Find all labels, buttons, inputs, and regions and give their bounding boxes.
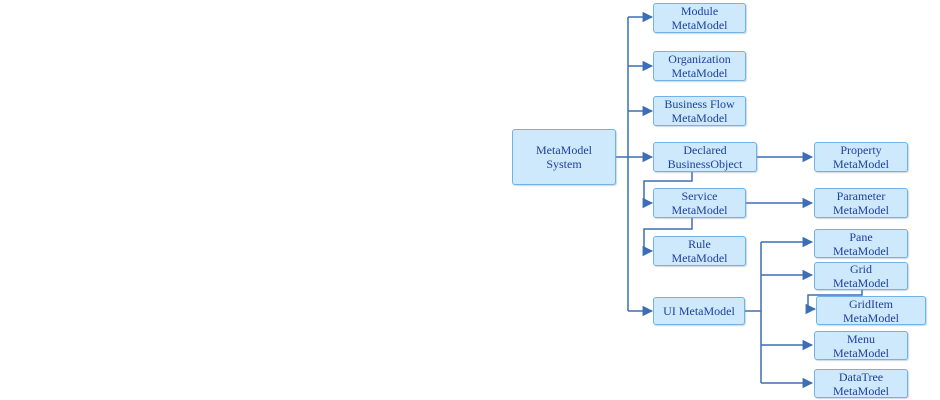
box-rule-metamodel: Rule MetaModel: [653, 236, 746, 266]
box-line: BusinessObject: [667, 157, 743, 171]
box-pane-metamodel: Pane MetaModel: [814, 229, 908, 258]
box-line: MetaModel: [833, 157, 889, 171]
box-line: Property: [840, 143, 882, 157]
box-line: UI MetaModel: [663, 304, 735, 318]
box-line: Business Flow: [664, 97, 735, 111]
box-line: MetaModel: [833, 243, 889, 258]
box-line: Grid: [850, 262, 872, 276]
box-line: MetaModel: [833, 203, 889, 217]
box-line: Pane: [849, 229, 873, 244]
box-property-metamodel: Property MetaModel: [814, 142, 908, 172]
box-line: Rule: [688, 237, 711, 251]
box-line: Parameter: [836, 189, 886, 203]
box-organization-metamodel: Organization MetaModel: [653, 51, 746, 81]
box-metamodel-system: MetaModel System: [512, 129, 616, 185]
box-line: MetaModel: [671, 18, 728, 32]
box-parameter-metamodel: Parameter MetaModel: [814, 188, 908, 218]
box-line: MetaModel: [671, 66, 728, 80]
box-line: MetaModel: [833, 276, 889, 290]
box-line: Organization: [668, 52, 731, 66]
box-line: MetaModel: [671, 251, 728, 265]
box-line: System: [546, 157, 582, 171]
box-griditem-metamodel: GridItem MetaModel: [816, 296, 926, 325]
box-declared-businessobject: Declared BusinessObject: [653, 142, 757, 172]
box-line: MetaModel: [536, 143, 592, 157]
box-line: Module: [680, 4, 719, 18]
box-line: Menu: [847, 331, 875, 346]
box-line: MetaModel: [843, 310, 899, 325]
box-line: MetaModel: [833, 345, 889, 360]
box-line: GridItem: [849, 296, 893, 311]
box-line: Service: [681, 189, 718, 203]
connector-service-to-rule: [642, 218, 693, 257]
connector-grid-to-griditem: [805, 290, 863, 315]
box-grid-metamodel: Grid MetaModel: [814, 262, 908, 290]
connector-declared-to-service: [642, 172, 693, 209]
box-line: DataTree: [838, 369, 884, 384]
box-datatree-metamodel: DataTree MetaModel: [814, 369, 908, 398]
box-service-metamodel: Service MetaModel: [653, 188, 746, 218]
box-menu-metamodel: Menu MetaModel: [814, 331, 908, 360]
box-line: MetaModel: [671, 111, 728, 125]
box-ui-metamodel: UI MetaModel: [653, 297, 745, 325]
box-line: MetaModel: [833, 383, 889, 398]
box-business-flow-metamodel: Business Flow MetaModel: [653, 96, 746, 126]
box-module-metamodel: Module MetaModel: [653, 3, 746, 33]
box-line: Declared: [683, 143, 727, 157]
box-line: MetaModel: [671, 203, 728, 217]
